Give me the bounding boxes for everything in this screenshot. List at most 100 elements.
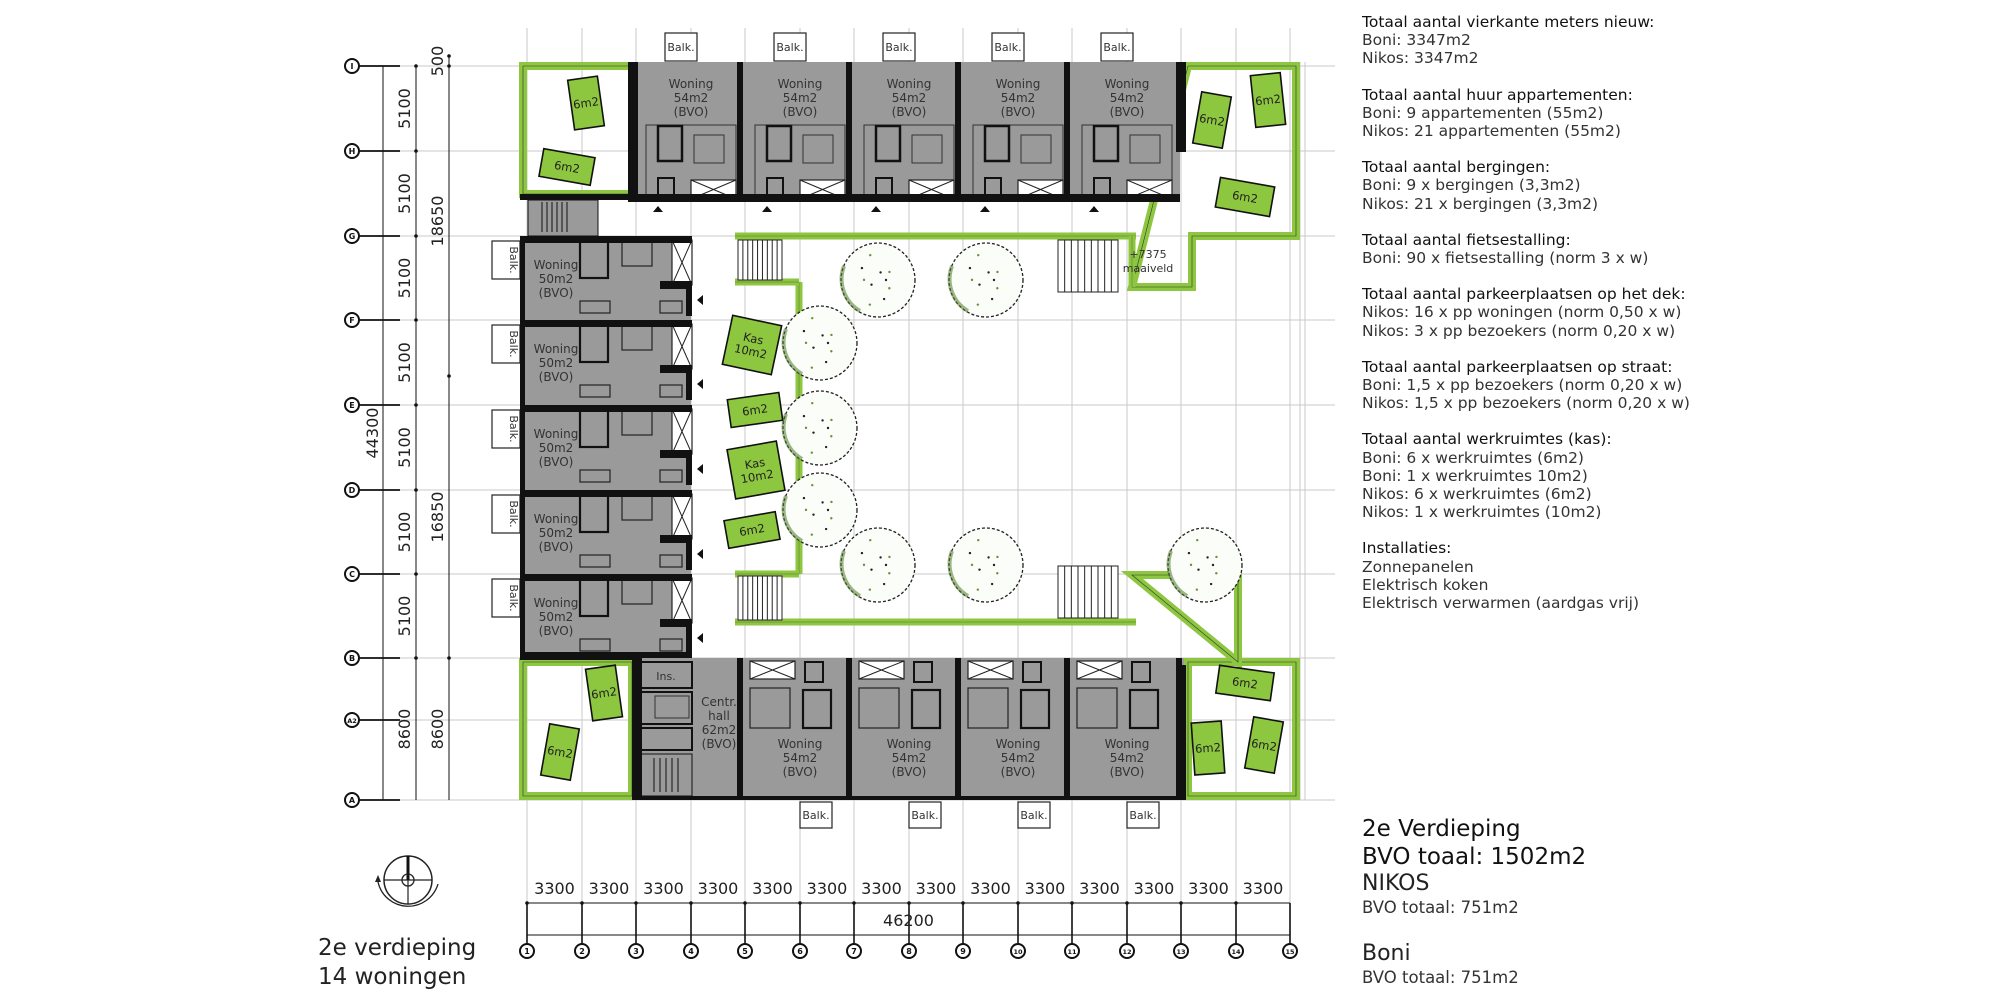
unit-label: (BVO) <box>674 105 709 119</box>
unit-label: Woning <box>996 77 1041 91</box>
planter: 6m2 <box>1249 71 1287 129</box>
svg-text:6m2: 6m2 <box>1254 92 1281 109</box>
planter: 6m2 <box>1190 720 1226 776</box>
balcony <box>799 801 833 829</box>
col-axis-label: 8 <box>906 947 912 956</box>
unit-label: Woning <box>778 77 823 91</box>
planter: 6m2 <box>1191 90 1233 150</box>
col-dimension: 3300 <box>698 879 739 898</box>
planter: 6m2 <box>539 722 581 782</box>
col-axis-label: 10 <box>1013 948 1023 956</box>
row-dimension: 5100 <box>395 596 414 637</box>
balcony <box>882 32 916 62</box>
row-axis-label: B <box>349 654 355 663</box>
svg-text:Balk.: Balk. <box>507 584 520 611</box>
nikos-bvo: BVO totaal: 751m2 <box>1362 898 1519 917</box>
stat-line: Nikos: 6 x werkruimtes (6m2) <box>1362 485 1592 504</box>
svg-text:Balk.: Balk. <box>507 500 520 527</box>
row-axis-label: F <box>349 316 354 325</box>
col-dimension: 3300 <box>1243 879 1284 898</box>
unit-label: (BVO) <box>892 765 927 779</box>
unit-label: Woning <box>887 77 932 91</box>
unit-label: Woning <box>669 77 714 91</box>
stat-line: Boni: 6 x werkruimtes (6m2) <box>1362 448 1584 467</box>
balcony <box>1017 801 1051 829</box>
unit-label: (BVO) <box>539 370 574 384</box>
stat-heading: Totaal aantal huur appartementen: <box>1362 85 1633 104</box>
col-axis-label: 14 <box>1231 948 1241 956</box>
col-axis-label: 15 <box>1285 948 1295 956</box>
plan-caption: 2e verdieping 14 woningen <box>318 934 476 992</box>
stat-section: Totaal aantal fietsestalling:Boni: 90 x … <box>1362 231 1982 267</box>
svg-text:Balk.: Balk. <box>776 41 803 54</box>
col-axis-label: 11 <box>1067 948 1077 956</box>
row-dimension: 5100 <box>395 427 414 468</box>
unit-label: 50m2 <box>539 610 574 624</box>
central-hall-label: Centr. <box>701 695 737 709</box>
balcony <box>1126 801 1160 829</box>
row-total-dimension: 44300 <box>363 408 382 459</box>
unit-label: 54m2 <box>1001 751 1036 765</box>
central-hall-label: (BVO) <box>702 737 737 751</box>
unit-label: (BVO) <box>539 624 574 638</box>
unit-label: (BVO) <box>1110 105 1145 119</box>
col-axis-label: 1 <box>524 947 530 956</box>
stat-line: Nikos: 21 x bergingen (3,3m2) <box>1362 194 1599 213</box>
balcony <box>773 32 807 62</box>
row-axis-label: G <box>349 232 356 241</box>
svg-text:Balk.: Balk. <box>667 41 694 54</box>
planter: 6m2 <box>566 75 606 131</box>
unit-label: (BVO) <box>783 105 818 119</box>
row-dimension: 5100 <box>395 173 414 214</box>
bvo-total: BVO toaal: 1502m2 <box>1362 844 1587 870</box>
stat-line: Boni: 9 appartementen (55m2) <box>1362 103 1604 122</box>
stat-line: Nikos: 3 x pp bezoekers (norm 0,20 x w) <box>1362 321 1676 340</box>
stat-heading: Totaal aantal vierkante meters nieuw: <box>1362 13 1655 31</box>
col-axis-label: 4 <box>688 947 694 956</box>
unit-label: Woning <box>778 737 823 751</box>
level-note: maaiveld <box>1123 262 1174 275</box>
stat-line: Boni: 1 x werkruimtes 10m2) <box>1362 466 1588 485</box>
stat-line: Nikos: 16 x pp woningen (norm 0,50 x w) <box>1362 303 1682 322</box>
stat-line: Boni: 1,5 x pp bezoekers (norm 0,20 x w) <box>1362 376 1683 395</box>
stat-line: Nikos: 21 appartementen (55m2) <box>1362 122 1621 141</box>
unit-label: Woning <box>534 427 579 441</box>
balcony <box>491 409 521 449</box>
planter: 6m2 <box>538 147 596 187</box>
svg-text:Balk.: Balk. <box>507 246 520 273</box>
row-dimension-outer: 500 <box>428 46 447 77</box>
col-dimension: 3300 <box>1134 879 1175 898</box>
stat-line: Boni: 90 x fietsestalling (norm 3 x w) <box>1362 249 1649 268</box>
stat-line: Nikos: 1 x werkruimtes (10m2) <box>1362 503 1602 522</box>
unit-label: 54m2 <box>1001 91 1036 105</box>
balcony <box>908 801 942 829</box>
svg-text:Balk.: Balk. <box>507 330 520 357</box>
col-dimension: 3300 <box>970 879 1011 898</box>
col-dimension: 3300 <box>916 879 957 898</box>
unit-label: Woning <box>996 737 1041 751</box>
central-hall-label: 62m2 <box>702 723 737 737</box>
svg-text:6m2: 6m2 <box>553 158 581 176</box>
col-dimension: 3300 <box>1079 879 1120 898</box>
stat-section: Totaal aantal bergingen:Boni: 9 x bergin… <box>1362 158 1982 213</box>
unit-label: (BVO) <box>1110 765 1145 779</box>
north-arrow-icon <box>375 855 439 907</box>
stat-section: Totaal aantal huur appartementen:Boni: 9… <box>1362 86 1982 141</box>
floor-summary: 2e Verdieping BVO toaal: 1502m2 NIKOS BV… <box>1362 815 1586 989</box>
apartment-units: Woning54m2(BVO)Balk.Woning54m2(BVO)Balk.… <box>491 32 1186 829</box>
stat-line: Nikos: 1,5 x pp bezoekers (norm 0,20 x w… <box>1362 394 1690 413</box>
planter: 6m2 <box>1214 176 1276 218</box>
col-axis-label: 12 <box>1122 948 1131 956</box>
row-dimension: 5100 <box>395 258 414 299</box>
svg-text:6m2: 6m2 <box>572 94 600 111</box>
unit-label: (BVO) <box>1001 105 1036 119</box>
row-dimension-outer: 18650 <box>428 196 447 247</box>
boni-bvo: BVO totaal: 751m2 <box>1362 968 1519 987</box>
unit-label: 50m2 <box>539 356 574 370</box>
col-axis-label: 6 <box>797 947 803 956</box>
planter: 6m2 <box>1243 715 1285 775</box>
nikos-label: NIKOS <box>1362 871 1430 896</box>
central-hall-label: hall <box>708 709 730 723</box>
caption-floor: 2e verdieping <box>318 935 477 961</box>
balcony <box>491 494 521 534</box>
